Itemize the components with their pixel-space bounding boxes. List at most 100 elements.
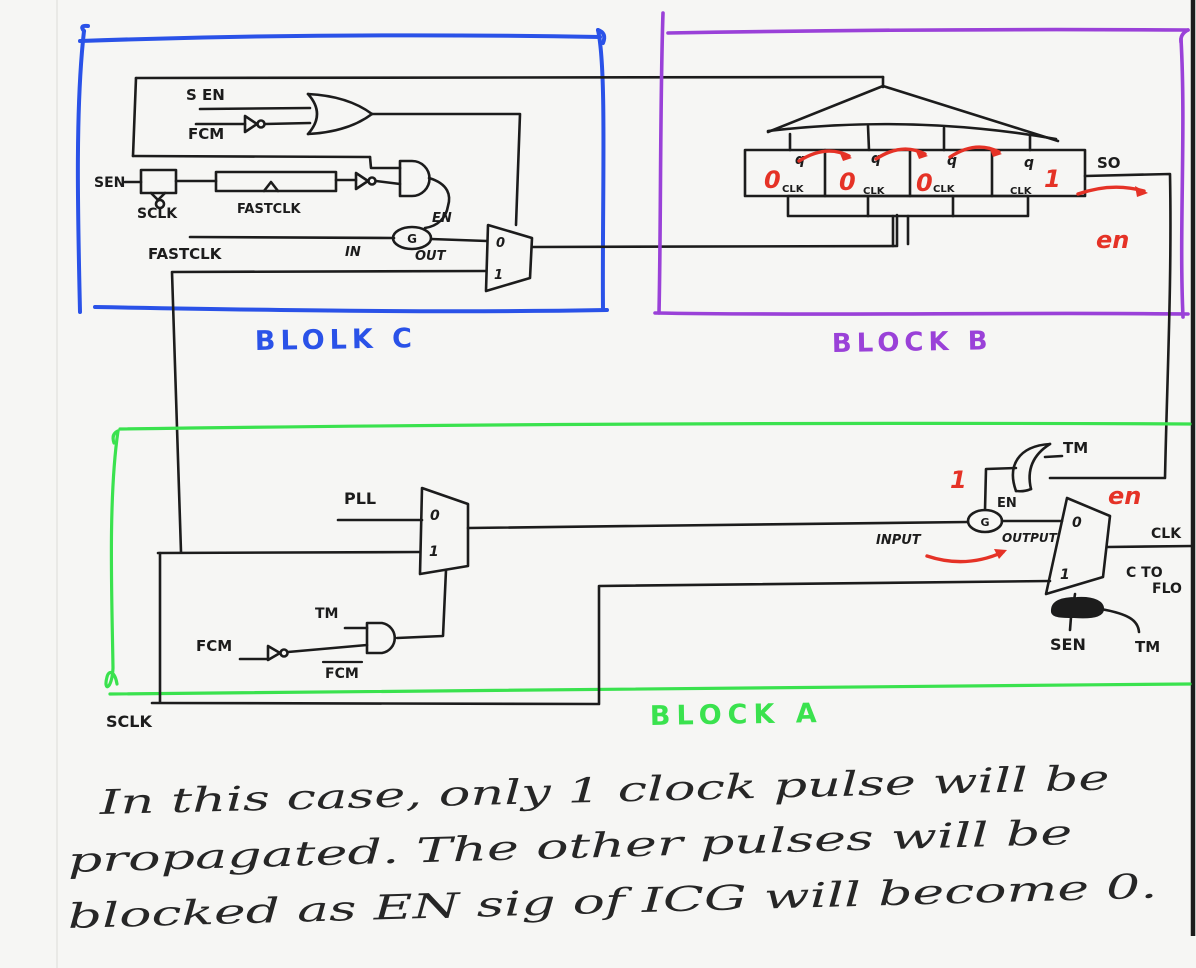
sclk-label: SCLK	[137, 206, 178, 222]
sen-label: SEN	[94, 175, 125, 191]
block-b: q q q q CLK CLK CLK CLK 0 0 0 1 S	[653, 11, 1190, 480]
mux-0-label: 0	[496, 236, 505, 251]
wire-inv-to-or	[263, 121, 312, 126]
icg-g-label: G	[980, 516, 989, 529]
mux1-1-label: 1	[429, 544, 439, 560]
wire-feedback-bottom	[131, 154, 372, 159]
wire-scan-out	[1048, 172, 1172, 480]
en-annotation-b: en	[1096, 226, 1129, 254]
mux2-1-label: 1	[1060, 567, 1070, 583]
mux1-0-label: 0	[430, 508, 440, 524]
shift-arrow-1	[797, 149, 852, 163]
ff1-value: 0	[764, 166, 781, 194]
clk-out-label-3: FLO	[1152, 581, 1182, 597]
wire-clk-out	[1105, 544, 1195, 549]
input-output-arrow	[925, 549, 1007, 564]
sen-top-label: S EN	[186, 86, 225, 104]
mux-icon	[484, 223, 534, 293]
wire-sclk	[150, 579, 1052, 706]
inverter-icon	[266, 644, 289, 662]
ff2-clk-label: CLK	[863, 186, 886, 197]
wire-feedback-drop	[368, 155, 402, 170]
fastclk-reg-label: FASTCLK	[237, 202, 302, 217]
shift-arrow-3	[948, 145, 1002, 159]
en-label: EN	[997, 496, 1017, 511]
block-b-label: BLOCK B	[832, 326, 993, 359]
wire-and-to-select	[395, 568, 448, 640]
ff3-clk-label: CLK	[933, 184, 956, 195]
wire-mux-in1	[170, 269, 488, 554]
wire-mux-out	[530, 213, 899, 249]
fcm-bar-label: FCM	[325, 666, 359, 682]
ff3-q-label: q	[947, 153, 957, 169]
icg-g-label: G	[407, 232, 417, 246]
ff4-q-label: q	[1024, 155, 1034, 171]
en-annotation-a: en	[1108, 482, 1141, 510]
sync-register-icon	[214, 170, 338, 193]
sync-flop-icon	[139, 168, 178, 210]
block-a: PLL 0 1 TM FCM FCM SCLK TM	[104, 421, 1195, 732]
mux2-0-label: 0	[1072, 515, 1082, 531]
ff4-clk-label: CLK	[1010, 186, 1033, 197]
wire-or-to-en	[983, 466, 1018, 512]
ff3-value: 0	[916, 169, 933, 197]
inverter-icon	[243, 114, 266, 134]
mux2-icon	[1044, 496, 1112, 596]
fcm-label: FCM	[196, 637, 232, 655]
sclk-label: SCLK	[106, 712, 152, 731]
output-label: OUTPUT	[1002, 531, 1058, 545]
note-line-2: propagated. The other pulses will be	[67, 813, 1073, 881]
clk-out-label-2: C TO	[1126, 565, 1163, 581]
in-label: IN	[345, 245, 361, 260]
pll-label: PLL	[344, 489, 376, 508]
scan-out-arrow	[1076, 185, 1148, 197]
sen-select-label: SEN	[1050, 635, 1086, 654]
and-gate-icon	[398, 159, 431, 198]
block-b-border	[653, 11, 1190, 319]
so-label: SO	[1097, 154, 1121, 172]
en-label: EN	[432, 211, 452, 226]
wire-and-to-en	[423, 176, 451, 230]
wire-icg-to-mux	[429, 237, 489, 243]
clock-bricks-icon	[786, 194, 1030, 248]
block-c-border	[75, 23, 609, 314]
ff4-value: 1	[1044, 165, 1061, 193]
ff2-value: 0	[839, 168, 856, 196]
input-label: INPUT	[876, 533, 922, 548]
mux1-icon	[418, 486, 470, 576]
tm-and-label: TM	[315, 606, 338, 622]
wire-inv-to-and	[374, 179, 402, 186]
inverter-icon	[354, 171, 377, 191]
wire-or-out	[370, 112, 522, 227]
wire-mux1-in1	[156, 550, 422, 555]
mux-1-label: 1	[494, 268, 503, 283]
wire-fastclk	[188, 235, 396, 240]
handwritten-note: In this case, only 1 clock pulse will be…	[67, 758, 1158, 937]
clk-out-label: CLK	[1151, 526, 1182, 542]
wire-tm-stub	[1099, 607, 1141, 634]
wire-feedback-left	[131, 76, 138, 158]
wire-tm-or	[1043, 454, 1064, 459]
fastclk-label: FASTCLK	[148, 245, 223, 263]
block-c: S EN FCM SEN SCLK FASTCLK	[75, 23, 899, 554]
tm-or-label: TM	[1063, 439, 1088, 457]
clock-tree-canopy-icon	[766, 84, 1060, 143]
fcm-top-label: FCM	[188, 125, 224, 143]
wire-mux1-out	[466, 520, 970, 530]
block-c-label: BLOLK C	[255, 323, 418, 357]
or-gate-icon	[306, 92, 374, 136]
note-line-3: blocked as EN sig of ICG will become 0.	[67, 867, 1158, 937]
wire-inv-out	[286, 643, 369, 654]
block-a-label: BLOCK A	[650, 698, 823, 732]
block-a-border	[104, 421, 1192, 696]
canopy-stub-2	[866, 124, 871, 152]
note-line-1: In this case, only 1 clock pulse will be	[98, 758, 1110, 823]
page-edges	[56, 0, 1196, 968]
select-gate-icon	[1050, 596, 1105, 619]
and-gate-icon	[365, 621, 397, 655]
wire-feedback-top	[134, 75, 885, 80]
enable-value: 1	[950, 466, 967, 494]
shift-arrow-2	[874, 147, 928, 161]
or-gate-icon	[1011, 442, 1052, 493]
